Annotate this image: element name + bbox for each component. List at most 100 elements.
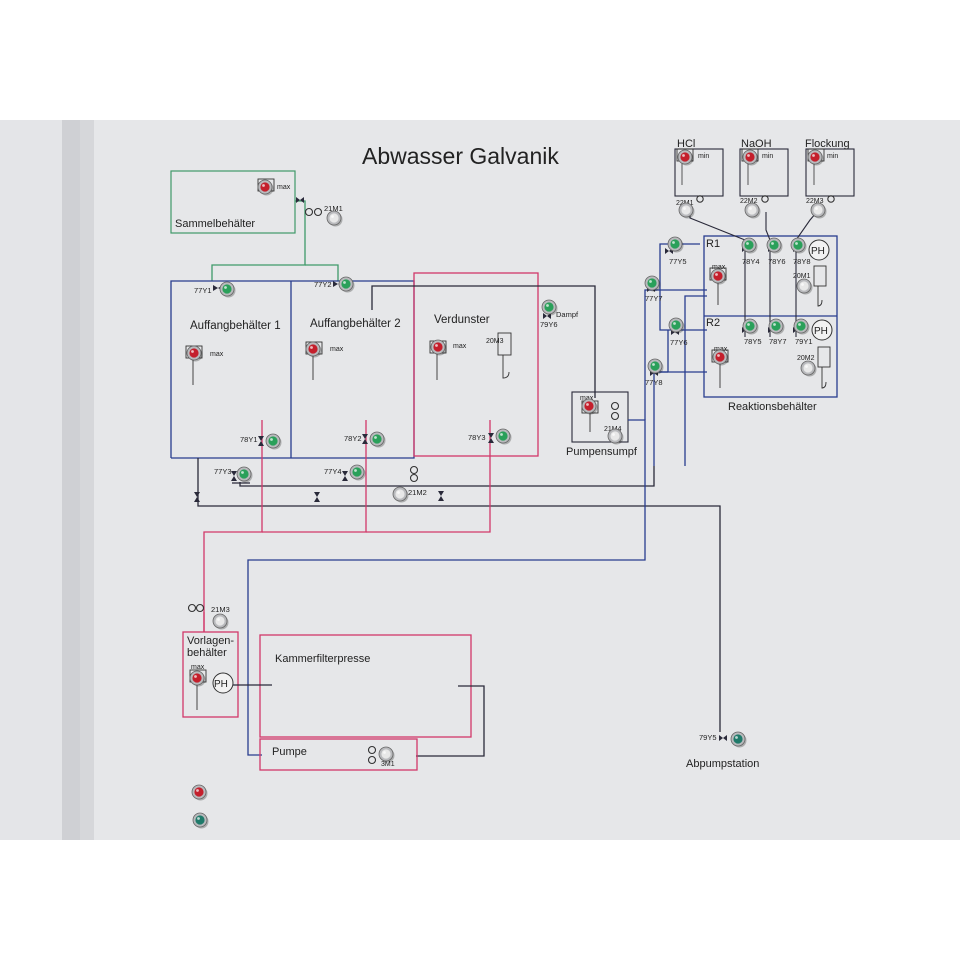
verdunster-label: Verdunster bbox=[434, 314, 490, 326]
tank-verdunster bbox=[413, 272, 539, 457]
valve-symbol-drain1 bbox=[194, 492, 200, 502]
77y4-lamp bbox=[349, 464, 366, 481]
stirrer-icon-r2 bbox=[817, 346, 831, 389]
reaktion-r1-max: max bbox=[712, 264, 726, 271]
77y5-lamp bbox=[667, 236, 684, 253]
reaktion-label: Reaktionsbehälter bbox=[728, 401, 817, 413]
ph-sensor-r1: PH bbox=[808, 239, 830, 261]
kammer-connections bbox=[233, 684, 485, 757]
dark-pipes bbox=[197, 285, 721, 732]
valve-symbol-77y3 bbox=[231, 471, 237, 481]
22m3-lamp bbox=[810, 202, 827, 219]
reaktion-r1-label: R1 bbox=[706, 238, 720, 250]
tag-77y2: 77Y2 bbox=[314, 280, 332, 289]
naoh-pump-tag: 22M2 bbox=[740, 198, 758, 205]
verdunster-max: max bbox=[453, 343, 467, 350]
pump-symbol-21m2 bbox=[409, 465, 419, 475]
auffang1-label: Auffangbehälter 1 bbox=[190, 320, 281, 332]
pumpe-tag: 3M1 bbox=[381, 761, 395, 768]
22m2-lamp bbox=[744, 202, 761, 219]
hcl-label: HCl bbox=[677, 138, 695, 150]
78y7-lamp bbox=[768, 318, 785, 335]
naoh-min: min bbox=[762, 153, 773, 160]
pump-symbol-21m4 bbox=[610, 401, 620, 411]
78y4-lamp bbox=[741, 237, 758, 254]
vorlage-label-line2: behälter bbox=[187, 647, 227, 659]
dampf-lamp bbox=[541, 299, 558, 316]
r2-max-lamp bbox=[712, 349, 729, 366]
naoh-label: NaOH bbox=[741, 138, 772, 150]
tag-77y3: 77Y3 bbox=[214, 467, 232, 476]
verdunster-max-lamp bbox=[430, 339, 447, 356]
21m2-lamp bbox=[392, 486, 409, 503]
verdunster-heater-icon bbox=[497, 332, 512, 379]
valve-symbol-79y5 bbox=[719, 735, 727, 741]
vorlage-max: max bbox=[191, 664, 205, 671]
sammel-label: Sammelbehälter bbox=[175, 218, 255, 230]
tank-pumpensumpf bbox=[571, 391, 629, 443]
pump-symbol-3m1 bbox=[367, 745, 377, 755]
sammel-max-lamp bbox=[257, 179, 274, 196]
valve-symbol-sammel bbox=[296, 197, 304, 203]
status-red-lamp bbox=[191, 784, 208, 801]
reaktion-r2-max: max bbox=[714, 346, 728, 353]
auffang1-max-lamp bbox=[186, 345, 203, 362]
valve-symbol-drain2 bbox=[314, 492, 320, 502]
tag-79y1: 79Y1 bbox=[795, 337, 813, 346]
indicator-lamps bbox=[186, 149, 827, 829]
auffang2-label: Auffangbehälter 2 bbox=[310, 318, 401, 330]
pumpensumpf-max-lamp bbox=[581, 398, 598, 415]
21m1-lamp bbox=[326, 210, 343, 227]
tag-78y5: 78Y5 bbox=[744, 337, 762, 346]
tag-78y6: 78Y6 bbox=[768, 257, 786, 266]
flockung-min-lamp bbox=[807, 149, 824, 166]
valve-symbol-78y1 bbox=[258, 436, 264, 446]
status-teal-lamp bbox=[192, 812, 209, 829]
svg-text:PH: PH bbox=[814, 326, 828, 337]
21m3-lamp bbox=[212, 613, 229, 630]
77y7-lamp bbox=[644, 275, 661, 292]
hcl-min: min bbox=[698, 153, 709, 160]
sammel-max: max bbox=[277, 184, 291, 191]
ph-sensor-vorlage: PH bbox=[212, 672, 234, 694]
reaktion-stirrer2-tag: 20M2 bbox=[797, 355, 815, 362]
pump-symbol-22m3 bbox=[827, 195, 835, 203]
77y6-lamp bbox=[668, 317, 685, 334]
79y5-lamp bbox=[730, 731, 747, 748]
79y1-lamp bbox=[793, 318, 810, 335]
tag-77y8: 77Y8 bbox=[645, 378, 663, 387]
valve-symbol-77y4 bbox=[342, 471, 348, 481]
valve-symbol-78y2 bbox=[362, 434, 368, 444]
valve-tags: 77Y1 77Y2 78Y1 78Y2 78Y3 77Y3 77Y4 21M1 … bbox=[194, 204, 813, 742]
reaktion-r2-label: R2 bbox=[706, 317, 720, 329]
22m1-lamp bbox=[678, 202, 695, 219]
78y2-lamp bbox=[369, 431, 386, 448]
pumpe-label: Pumpe bbox=[272, 746, 307, 758]
tag-78y1: 78Y1 bbox=[240, 435, 258, 444]
auffang2-max-lamp bbox=[305, 341, 322, 358]
tag-77y1: 77Y1 bbox=[194, 286, 212, 295]
valve-symbol-drain3 bbox=[438, 491, 444, 501]
21m4-lamp bbox=[607, 428, 624, 445]
auffang1-max: max bbox=[210, 351, 224, 358]
78y8-lamp bbox=[790, 237, 807, 254]
78y6-lamp bbox=[766, 237, 783, 254]
tag-21m3: 21M3 bbox=[211, 605, 230, 614]
verdunster-heater-tag: 20M3 bbox=[486, 338, 504, 345]
20m2-lamp bbox=[800, 360, 817, 377]
78y1-lamp bbox=[265, 433, 282, 450]
ph-sensor-r2: PH bbox=[811, 319, 833, 341]
tag-78y4: 78Y4 bbox=[742, 257, 760, 266]
panel-background bbox=[80, 120, 960, 840]
78y5-lamp bbox=[742, 318, 759, 335]
tag-dampf: Dampf bbox=[556, 310, 579, 319]
svg-text:PH: PH bbox=[811, 246, 825, 257]
pump-symbol-22m2 bbox=[761, 195, 769, 203]
pumpensumpf-label: Pumpensumpf bbox=[566, 446, 638, 458]
pump-symbol-21m1 bbox=[304, 207, 314, 217]
tag-78y3: 78Y3 bbox=[468, 433, 486, 442]
valve-symbol-78y3 bbox=[488, 433, 494, 443]
vorlage-max-lamp bbox=[189, 670, 206, 687]
flockung-pump-tag: 22M3 bbox=[806, 198, 824, 205]
